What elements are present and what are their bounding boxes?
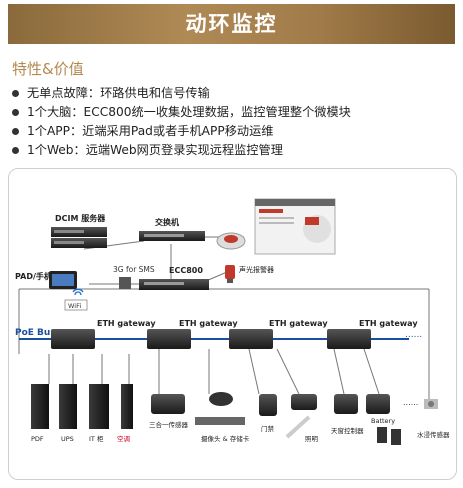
bullet-dot-icon: [12, 128, 19, 135]
section-title: 特性&价值: [12, 60, 84, 78]
diagram-canvas: PoE Bus ...... DCIM 服务器 交换机 PAD/手机 WiFi: [15, 198, 450, 445]
web-portal-screenshot: [254, 198, 336, 255]
pdf-cabinet-icon: [31, 384, 49, 429]
bullet-dot-icon: [12, 90, 19, 97]
switch-label: 交换机: [155, 217, 179, 227]
device-continuation-dots: ......: [403, 398, 418, 407]
ecc800-controller-icon: [139, 279, 209, 290]
alarm-label: 声光报警器: [239, 265, 274, 274]
wifi-box: [64, 299, 88, 311]
alarm-icon: [225, 265, 235, 283]
eth-gateway: ETH gateway: [229, 319, 328, 349]
wifi-label: WiFi: [68, 302, 81, 310]
sms-modem-label: 3G for SMS: [113, 265, 155, 274]
page-title: 动环监控: [185, 12, 278, 36]
it-cabinet-icon: [89, 384, 109, 429]
pad-phone-label: PAD/手机: [15, 271, 52, 281]
dcim-server-icon: [51, 227, 107, 248]
poe-bus-label: PoE Bus: [15, 328, 56, 338]
ecc800-label: ECC800: [169, 266, 203, 275]
feature-item: 无单点故障：环路供电和信号传输: [12, 84, 351, 103]
connection-lines: [18, 236, 430, 399]
battery-label: Battery: [371, 417, 395, 425]
dcim-server-label: DCIM 服务器: [55, 213, 106, 223]
water-sensor-label: 水浸传感器: [417, 430, 450, 439]
gateway-label: ETH gateway: [97, 319, 156, 328]
globe-icon: [216, 232, 246, 250]
camera-icon: [195, 392, 245, 425]
feature-text: 1个大脑：ECC800统一收集处理数据，监控管理整个微模块: [27, 105, 351, 119]
it-cabinet-label: IT 柜: [89, 434, 104, 443]
sms-modem-icon: [119, 277, 131, 289]
skylight-controller-icon: [334, 394, 390, 414]
feature-text: 无单点故障：环路供电和信号传输: [27, 86, 210, 100]
tablet-icon: [49, 271, 77, 289]
access-control-icon: [259, 394, 277, 416]
title-banner: 动环监控: [8, 4, 455, 44]
gateway-label: ETH gateway: [359, 319, 418, 328]
monitoring-diagram: PoE Bus ...... DCIM 服务器 交换机 PAD/手机 WiFi: [8, 168, 457, 480]
feature-text: 1个Web：远端Web网页登录实现远程监控管理: [27, 143, 283, 157]
air-conditioner-label: 空调: [117, 434, 130, 443]
ups-label: UPS: [61, 435, 74, 443]
eth-gateway: ETH gateway: [327, 319, 418, 349]
bullet-dot-icon: [12, 109, 19, 116]
access-control-label: 门禁: [261, 424, 275, 433]
bus-continuation-dots: ......: [405, 330, 422, 340]
bullet-dot-icon: [12, 147, 19, 154]
skylight-controller-label: 天窗控制器: [331, 426, 364, 435]
air-conditioner-icon: [121, 384, 133, 429]
lighting-icon: [285, 394, 317, 439]
three-in-one-sensor-icon: [151, 394, 185, 414]
three-in-one-sensor-label: 三合一传感器: [149, 420, 189, 429]
wifi-icon: [72, 288, 84, 296]
camera-storage-label: 摄像头 & 存储卡: [201, 434, 250, 443]
water-sensor-icon: [424, 399, 438, 409]
feature-text: 1个APP：近端采用Pad或者手机APP移动运维: [27, 124, 274, 138]
feature-item: 1个APP：近端采用Pad或者手机APP移动运维: [12, 122, 351, 141]
battery-sensor-icon: [377, 427, 401, 445]
ups-cabinet-icon: [59, 384, 77, 429]
feature-item: 1个Web：远端Web网页登录实现远程监控管理: [12, 141, 351, 160]
feature-item: 1个大脑：ECC800统一收集处理数据，监控管理整个微模块: [12, 103, 351, 122]
eth-gateway: ETH gateway: [147, 319, 238, 349]
gateway-label: ETH gateway: [179, 319, 238, 328]
eth-gateway: ETH gateway: [51, 319, 156, 349]
pdf-label: PDF: [31, 435, 44, 443]
lighting-label: 照明: [305, 435, 319, 443]
feature-list: 无单点故障：环路供电和信号传输 1个大脑：ECC800统一收集处理数据，监控管理…: [12, 84, 351, 160]
gateway-label: ETH gateway: [269, 319, 328, 328]
switch-icon: [139, 231, 205, 241]
